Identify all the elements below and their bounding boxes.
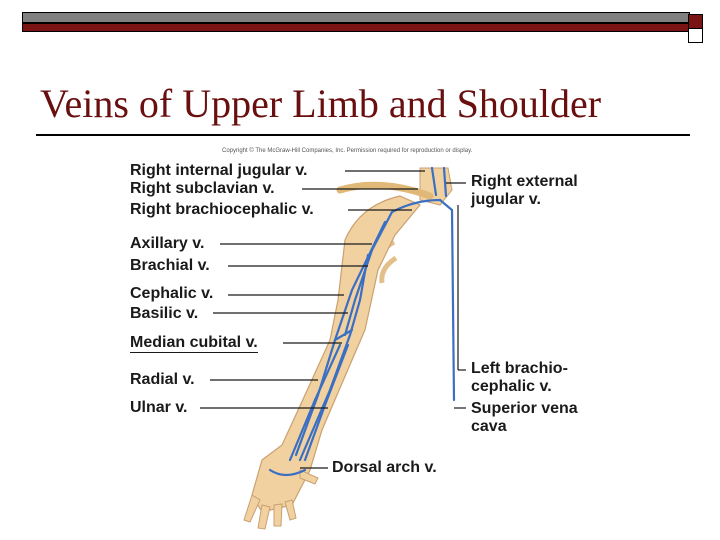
internal-jugular-vein (430, 166, 438, 197)
label-right-brachiocephalic: Right brachiocephalic v. (130, 201, 314, 218)
external-jugular-vein (442, 166, 448, 198)
copyright-notice: Copyright © The McGraw-Hill Companies, I… (222, 148, 473, 154)
clavicle (336, 181, 434, 200)
label-median-cubital: Median cubital v. (130, 334, 258, 353)
brachiocephalic-vein (438, 198, 456, 402)
label-left-brachiocephalic: Left brachio-cephalic v. (471, 360, 568, 395)
label-right-internal-jugular: Right internal jugular v. (130, 162, 308, 179)
label-cephalic: Cephalic v. (130, 285, 214, 302)
corner-box-empty (688, 28, 703, 43)
label-right-subclavian: Right subclavian v. (130, 180, 275, 197)
vein-network (268, 166, 456, 477)
slide-title: Veins of Upper Limb and Shoulder (40, 81, 602, 126)
label-dorsal-arch: Dorsal arch v. (332, 459, 437, 476)
radial-vein (288, 343, 342, 462)
leader-lines (200, 170, 466, 469)
label-basilic: Basilic v. (130, 305, 199, 322)
label-radial: Radial v. (130, 371, 195, 388)
title-underline (36, 134, 690, 136)
fingers (243, 469, 319, 530)
label-superior-vena-cava: Superior vena cava (471, 400, 578, 435)
label-axillary: Axillary v. (130, 235, 205, 252)
median-cubital-vein (333, 328, 354, 342)
label-right-external-jugular: Right external jugular v. (471, 173, 578, 208)
dorsal-arch-vein (268, 468, 307, 477)
ulnar-vein (303, 343, 350, 462)
label-brachial: Brachial v. (130, 257, 210, 274)
label-ulnar: Ulnar v. (130, 399, 188, 416)
basilic-vein (298, 253, 370, 462)
